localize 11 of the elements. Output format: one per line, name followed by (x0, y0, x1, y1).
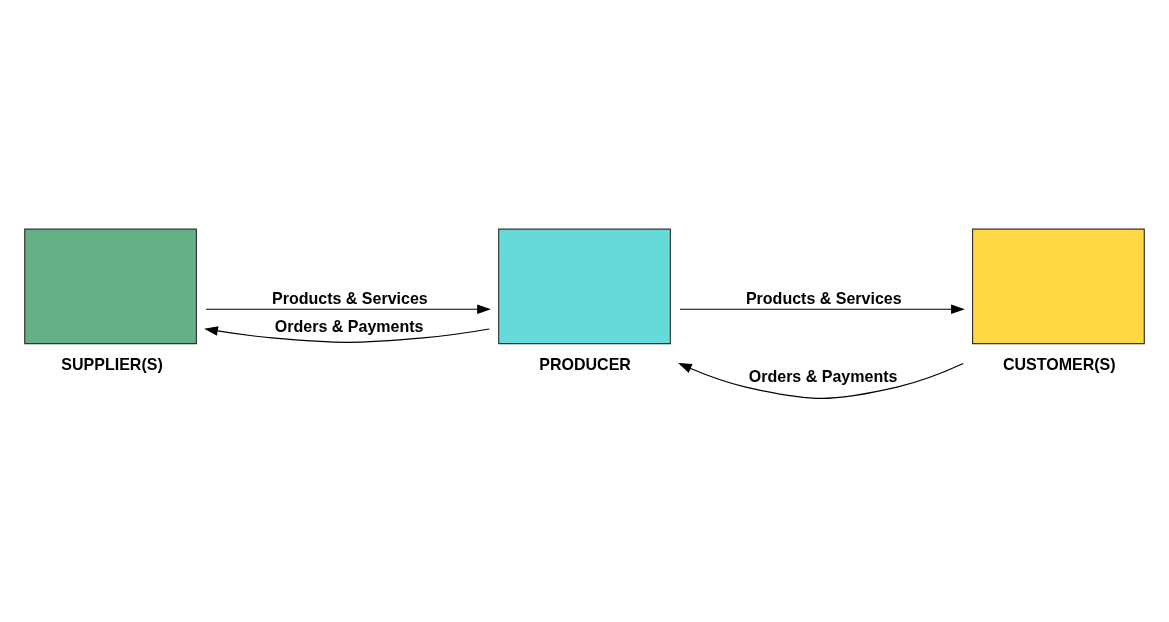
arrow (205, 303, 491, 314)
edge-label: Products & Services (271, 288, 428, 307)
arrow (678, 362, 964, 399)
edge-label: Orders & Payments (274, 316, 424, 335)
edge-label: Orders & Payments (748, 366, 898, 385)
arrow (204, 325, 490, 343)
node-label: SUPPLIER(S) (61, 354, 163, 373)
node-label: PRODUCER (539, 354, 631, 373)
arrow (679, 303, 965, 314)
node-label: CUSTOMER(S) (1002, 354, 1116, 373)
edge-label: Products & Services (745, 288, 902, 307)
